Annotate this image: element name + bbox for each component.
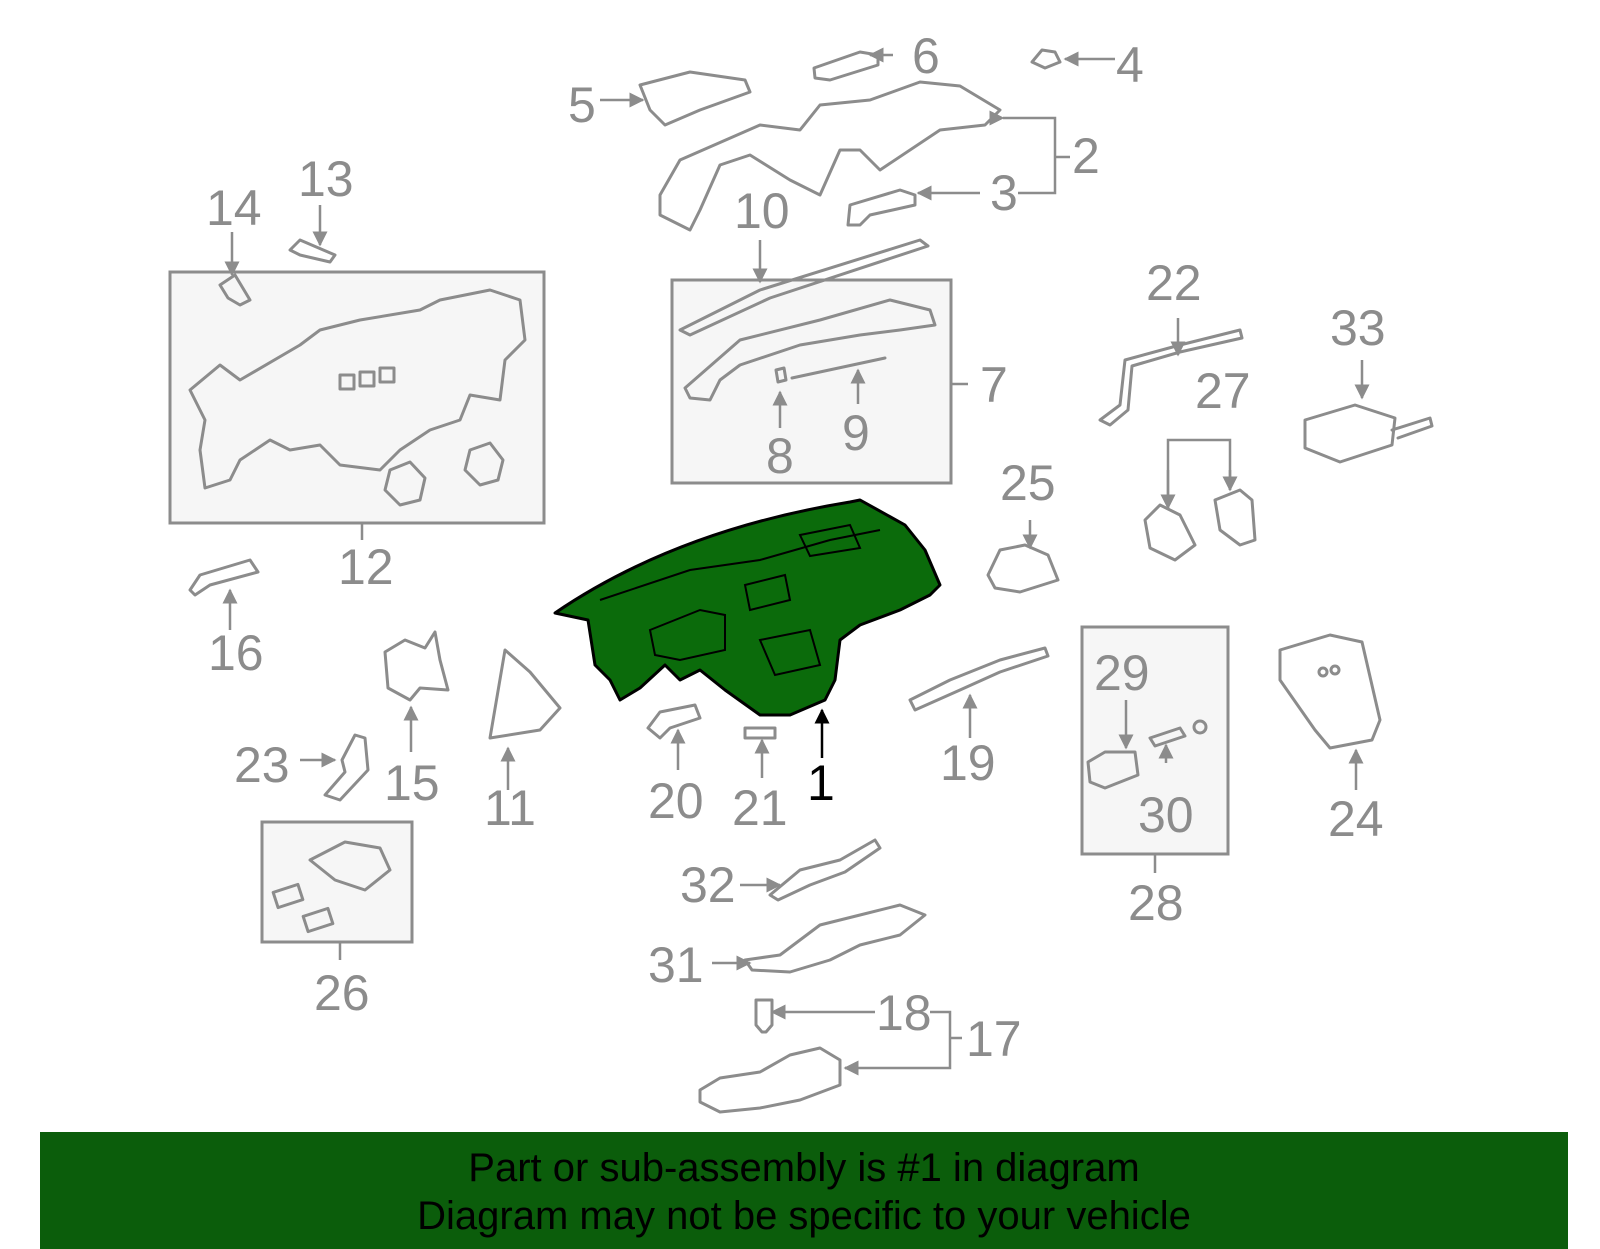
leader-17-bracket: [845, 1010, 952, 1070]
callout-19: 19: [940, 735, 996, 791]
part-1-detail-line: [648, 608, 726, 662]
part-12-slot: [378, 366, 396, 384]
part-30-switch: [1148, 726, 1187, 748]
callout-18: 18: [876, 985, 932, 1041]
leader-2-bracket: [1003, 116, 1057, 195]
part-25-vent: [986, 543, 1060, 594]
part-1-detail-line: [599, 529, 881, 601]
callout-8: 8: [766, 428, 794, 484]
part-6-vent: [812, 50, 880, 82]
callout-22: 22: [1146, 255, 1202, 311]
callout-30: 30: [1138, 787, 1194, 843]
callout-4: 4: [1116, 37, 1144, 93]
part-21-clip: [743, 726, 777, 740]
part-10-strip: [678, 238, 930, 337]
part-23-trim: [323, 733, 370, 802]
part-1-detail-line: [743, 573, 792, 612]
callout-9: 9: [842, 405, 870, 461]
part-30-bulb: [1192, 719, 1208, 735]
callout-27: 27: [1195, 363, 1251, 419]
part-33-module: [1303, 403, 1397, 464]
part-12-crosscar-beam: [188, 288, 527, 490]
part-22-duct: [1098, 328, 1244, 427]
box-part-7: [670, 278, 953, 485]
part-26-switch: [301, 906, 335, 934]
callout-5: 5: [568, 77, 596, 133]
callout-14: 14: [206, 180, 262, 236]
part-1-detail-line: [758, 628, 822, 677]
part-12-slot: [338, 373, 356, 391]
part-12-bracket-left: [383, 460, 427, 507]
callout-28: 28: [1128, 875, 1184, 931]
part-32-trim: [768, 838, 882, 902]
part-1-detail-line: [798, 523, 862, 558]
callout-33: 33: [1330, 300, 1386, 356]
callout-12: 12: [338, 539, 394, 595]
part-20-bracket: [646, 703, 702, 740]
callout-20: 20: [648, 773, 704, 829]
part-14-bracket: [218, 273, 252, 307]
part-12-bracket-right: [463, 441, 505, 487]
info-banner: Part or sub-assembly is #1 in diagram Di…: [40, 1132, 1568, 1249]
callout-16: 16: [208, 625, 264, 681]
callout-32: 32: [680, 857, 736, 913]
part-27-vent-right: [1213, 488, 1257, 547]
callout-31: 31: [648, 937, 704, 993]
part-16-bracket: [188, 558, 260, 597]
callout-10: 10: [734, 183, 790, 239]
part-3-duct: [846, 188, 917, 227]
part-33-harness: [1390, 416, 1434, 440]
callout-23: 23: [234, 737, 290, 793]
callout-21: 21: [732, 780, 788, 836]
part-11-end-cap: [488, 648, 562, 740]
part-8-clip: [774, 366, 788, 384]
callout-13: 13: [298, 151, 354, 207]
callout-3: 3: [990, 165, 1018, 221]
callout-24: 24: [1328, 791, 1384, 847]
part-26-switch-module: [308, 840, 392, 892]
part-2-upper-cover: [658, 80, 1002, 232]
part-4-clip: [1030, 48, 1062, 70]
part-24-bezel: [1278, 633, 1382, 750]
part-18-fastener: [754, 998, 774, 1034]
callout-15: 15: [384, 755, 440, 811]
box-part-28: [1080, 625, 1230, 856]
callout-29: 29: [1094, 645, 1150, 701]
part-29-module: [1086, 750, 1140, 790]
part-1-instrument-panel: [553, 498, 942, 717]
part-27-vent-left: [1143, 503, 1197, 562]
callout-26: 26: [314, 965, 370, 1021]
part-19-trim-strip: [908, 646, 1050, 712]
part-9-rod: [790, 356, 887, 380]
part-31-lower-panel: [743, 903, 927, 974]
part-13-bracket: [288, 238, 337, 264]
part-12-slot: [358, 370, 376, 388]
exploded-parts-diagram: 6 4 5 2 3 10 13 14 7 8 9 12 16 15 23 11 …: [168, 28, 1434, 1114]
callout-2: 2: [1072, 128, 1100, 184]
callout-11: 11: [484, 780, 536, 836]
leader-27-bracket: [1166, 438, 1232, 510]
part-24-knob: [1329, 664, 1341, 676]
part-5-cover: [638, 70, 752, 127]
callout-7: 7: [980, 357, 1008, 413]
callout-25: 25: [1000, 455, 1056, 511]
part-7-beam: [683, 298, 937, 402]
banner-line-1: Part or sub-assembly is #1 in diagram: [468, 1146, 1140, 1190]
callout-1: 1: [807, 755, 835, 811]
part-24-knob: [1317, 666, 1329, 678]
banner-line-2: Diagram may not be specific to your vehi…: [417, 1194, 1191, 1238]
callout-17: 17: [966, 1011, 1022, 1067]
callout-6: 6: [912, 28, 940, 84]
part-26-switch: [271, 882, 305, 910]
part-17-console: [698, 1046, 842, 1114]
part-15-bracket: [383, 630, 450, 702]
